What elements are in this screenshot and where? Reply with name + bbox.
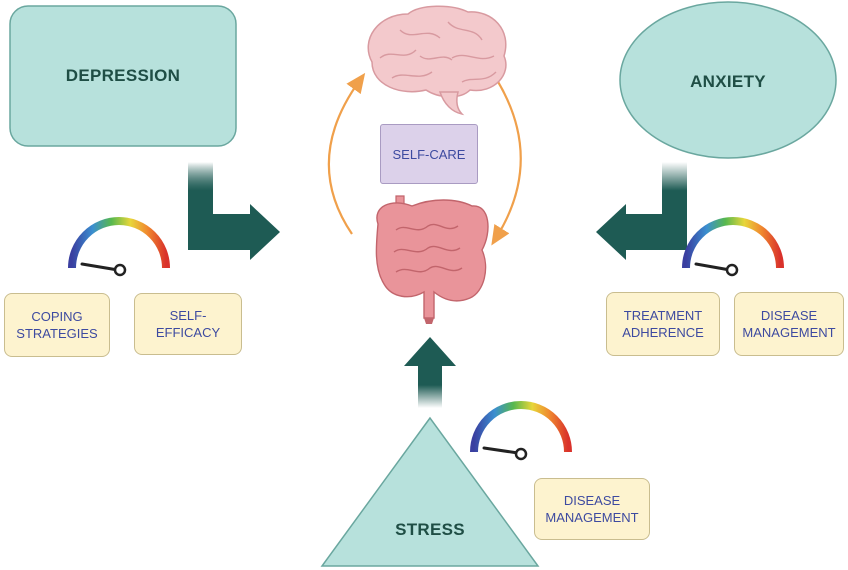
- gut-icon: [375, 195, 489, 324]
- anxiety-disease-management-box: DISEASE MANAGEMENT: [734, 292, 844, 356]
- anxiety-node: [619, 1, 837, 159]
- gauge-icon: [470, 401, 572, 461]
- factor-line: EFFICACY: [155, 325, 221, 340]
- stress-node: [320, 416, 540, 567]
- gauge-icon: [682, 217, 784, 277]
- brain-icon: [367, 5, 507, 116]
- factor-line: SELF-: [169, 308, 207, 323]
- anxiety-to-gut-arrow-icon: [596, 162, 687, 260]
- stress-label: STRESS: [395, 520, 465, 539]
- cycle-arrow-icon: [491, 79, 522, 246]
- cycle-arrow-icon: [327, 72, 366, 235]
- depression-label: DEPRESSION: [65, 66, 181, 85]
- factor-line: DISEASE: [563, 493, 621, 508]
- factor-line: COPING: [31, 309, 83, 324]
- treatment-adherence-box: TREATMENT ADHERENCE: [606, 292, 720, 356]
- factor-line: TREATMENT: [623, 308, 703, 323]
- depression-to-gut-arrow-icon: [188, 162, 280, 260]
- gauge-icon: [68, 217, 170, 277]
- coping-strategies-box: COPING STRATEGIES: [4, 293, 110, 357]
- factor-line: ADHERENCE: [622, 325, 704, 340]
- factor-line: MANAGEMENT: [742, 325, 836, 340]
- anxiety-label: ANXIETY: [690, 72, 766, 91]
- self-efficacy-box: SELF- EFFICACY: [134, 293, 242, 355]
- stress-disease-management-box: DISEASE MANAGEMENT: [534, 478, 650, 540]
- factor-line: MANAGEMENT: [545, 510, 639, 525]
- factor-line: DISEASE: [760, 308, 818, 323]
- stress-to-gut-arrow-icon: [404, 337, 456, 408]
- factor-line: STRATEGIES: [16, 326, 98, 341]
- self-care-label: SELF-CARE: [392, 146, 466, 162]
- self-care-box: SELF-CARE: [380, 124, 478, 184]
- depression-node: [9, 5, 237, 147]
